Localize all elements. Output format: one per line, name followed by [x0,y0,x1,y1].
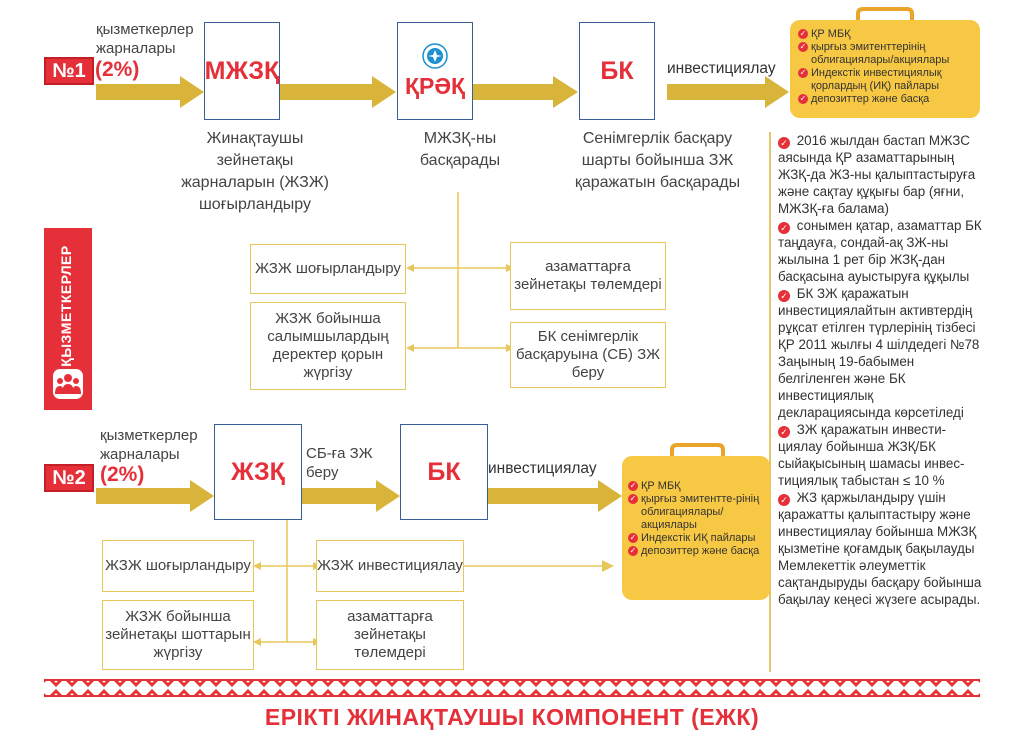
check-icon: ✓ [778,494,790,506]
check-icon: ✓ [778,426,790,438]
scheme2-number: №2 [44,464,94,492]
krak-box: ҚРӘҚ [397,22,473,120]
bk-box-2: БК [400,424,488,520]
transfer-label: СБ-ға ЗЖ беру [306,445,373,481]
mzhzk-label: МЖЗҚ [204,56,280,85]
check-icon: ✓ [628,533,638,543]
note-item: ✓ ЗЖ қаражатын инвести-циялау бойынша ЖЗ… [778,422,965,488]
note-item: ✓ ЖЗ қаржыландыру үшін қаражатты қалыпта… [778,490,982,607]
check-icon: ✓ [798,68,808,78]
krak-emblem-icon [422,42,448,69]
arrow-contrib-1 [96,76,204,108]
bag-1-item: ✓Индекстік инвестициялық қорлардың (ИҚ) … [798,67,942,92]
note-item: ✓ сонымен қатар, азаматтар БК таңдауға, … [778,218,982,284]
footer-ornament [44,680,980,696]
check-icon: ✓ [798,29,808,39]
scheme1-arrows [96,76,789,108]
note-item: ✓ 2016 жылдан бастап МЖЗС аясында ҚР аза… [778,133,976,216]
scheme1-invest-label: инвестициялау [667,60,776,77]
bag-2-item: ✓Индекстік ИҚ пайлары [628,532,756,544]
bag-2-item: ✓депозиттер және басқа [628,545,760,557]
check-icon: ✓ [778,290,790,302]
s1-side-box: ЖЗЖ шоғырландыру [250,244,406,294]
s2-side-box: ЖЗЖ инвестициялау [316,540,464,592]
note-item: ✓ БК ЗЖ қаражатын инвестициялайтын актив… [778,286,980,420]
scheme1-number: №1 [44,57,94,85]
check-icon: ✓ [628,546,638,556]
bag-1-item: ✓ҚР МБҚ [798,28,851,40]
bag-2 [622,443,770,600]
notes-panel: ✓ 2016 жылдан бастап МЖЗС аясында ҚР аза… [778,132,983,608]
s2-side-box: азаматтарға зейнетақы төлемдері [316,600,464,670]
s2-side-box: ЖЗЖ бойынша зейнетақы шоттарын жүргізу [102,600,254,670]
caption-krak: МЖЗҚ-ны басқарады [419,130,501,169]
zhzk-label: ЖЗҚ [231,457,285,486]
scheme2-connectors [259,520,604,643]
s2-side-box: ЖЗЖ шоғырландыру [102,540,254,592]
mzhzk-box: МЖЗҚ [204,22,280,120]
bag-2-item: ✓ҚР МБҚ [628,480,681,492]
bag-1 [790,7,980,118]
bk-label-1: БК [600,56,634,85]
check-icon: ✓ [798,94,808,104]
arrow-zhzk-bk [302,480,400,512]
scheme2-contrib-label: қызметкерлер жарналары [100,427,198,463]
arrow-contrib-2 [96,480,214,512]
bag-2-item: ✓қырғыз эмитентте-рінің облигациялары/ а… [628,493,760,531]
check-icon: ✓ [628,481,638,491]
check-icon: ✓ [778,222,790,234]
scheme1-contrib-label: қызметкерлер жарналары [96,21,194,57]
scheme2-contrib-pct: (2%) [100,463,145,486]
scheme1-contrib-pct: (2%) [95,58,140,81]
bk-label-2: БК [427,457,461,486]
bk-box-1: БК [579,22,655,120]
people-icon [53,369,83,399]
s1-side-box: ЖЗЖ бойынша салымшылардың деректер қорын… [250,302,406,390]
bag-2-list: ✓ҚР МБҚ ✓қырғыз эмитентте-рінің облигаци… [628,480,766,558]
krak-label: ҚРӘҚ [404,72,466,99]
check-icon: ✓ [798,42,808,52]
arrow-krak-bk [472,76,578,108]
s1-side-box: азаматтарға зейнетақы төлемдері [510,242,666,310]
arrow-invest-1 [667,76,789,108]
check-icon: ✓ [628,494,638,504]
check-icon: ✓ [778,137,790,149]
scheme2-invest-label: инвестициялау [488,460,597,477]
arrow-invest-2 [487,480,622,512]
s1-side-box: БК сенімгерлік басқаруына (СБ) ЗЖ беру [510,322,666,388]
side-banner: ҚЫЗМЕТКЕРЛЕР [44,228,92,410]
zhzk-box: ЖЗҚ [214,424,302,520]
arrow-mzhzk-krak [279,76,396,108]
caption-mzhzk: Жинақтаушы зейнетақы жарналарын (ЖЗЖ) шо… [181,130,329,213]
scheme1-connectors [412,192,508,349]
footer-title: ЕРІКТІ ЖИНАҚТАУШЫ КОМПОНЕНТ (ЕЖК) [264,704,760,730]
bag-1-item: ✓депозиттер және басқа [798,93,930,105]
scheme2-arrows [96,480,622,512]
bag-1-item: ✓қырғыз эмитенттерінің облигациялары/акц… [798,41,950,66]
bag-1-list: ✓ҚР МБҚ ✓қырғыз эмитенттерінің облигация… [798,28,974,106]
side-banner-text: ҚЫЗМЕТКЕРЛЕР [58,245,74,367]
caption-bk: Сенімгерлік басқару шарты бойынша ЗЖ қар… [574,130,741,191]
